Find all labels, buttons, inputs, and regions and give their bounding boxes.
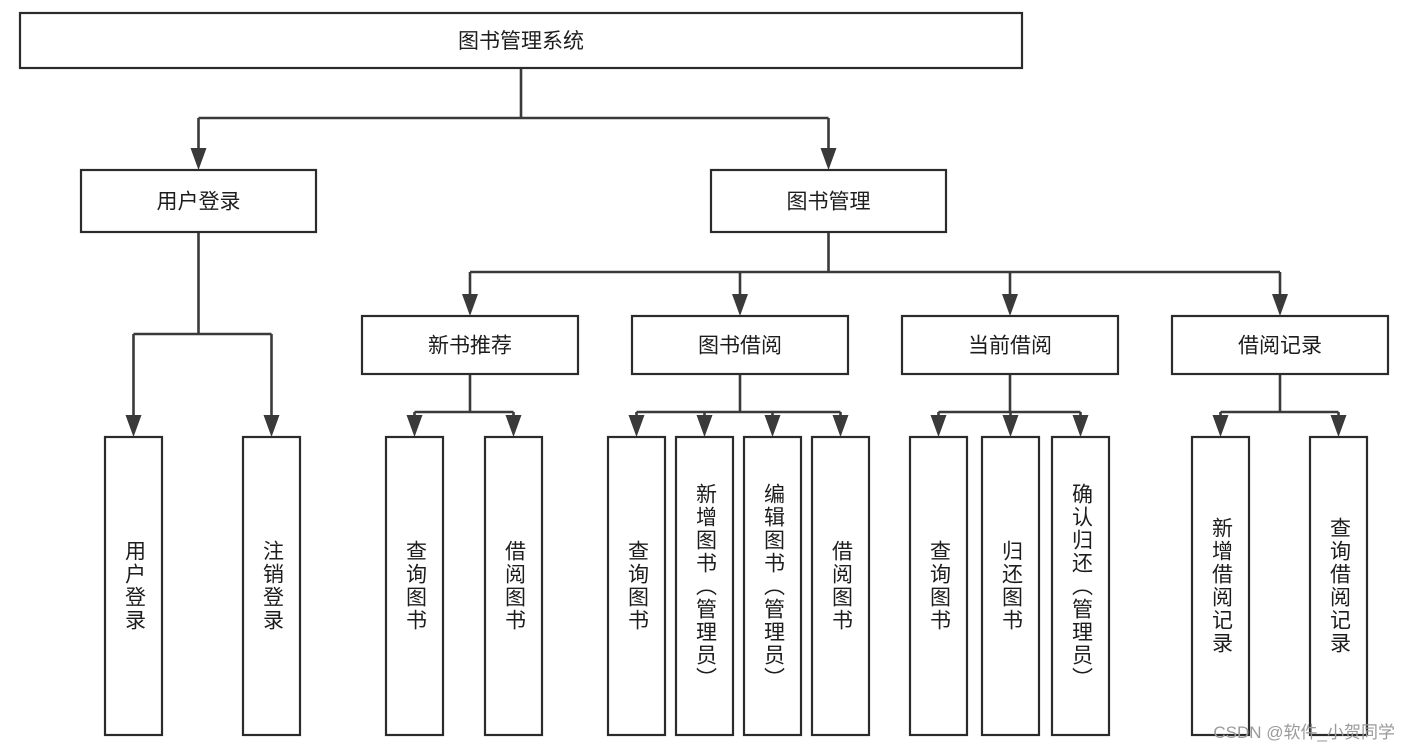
- node-leaf-confirm-return-label-wrap: 确认归还（管理员）: [1069, 482, 1093, 690]
- node-root-system-box[interactable]: [18, 11, 1024, 70]
- node-leaf-edit-book-label-wrap: 编辑图书（管理员）: [761, 482, 785, 690]
- node-leaf-query-book-2-box[interactable]: [606, 435, 667, 737]
- borrow-record-to-leaves-branch-1-arrow-icon: [1330, 415, 1347, 437]
- node-new-book-recommend-box[interactable]: [360, 314, 580, 376]
- node-leaf-borrow-book-2-box[interactable]: [810, 435, 871, 737]
- node-leaf-add-book-box[interactable]: [674, 435, 735, 737]
- node-new-book-recommend[interactable]: 新书推荐: [360, 314, 580, 376]
- bookmanage-to-level3-branch-0-arrow-icon: [462, 294, 478, 316]
- book-borrow-to-leaves-branch-3-arrow-icon: [832, 415, 849, 437]
- node-leaf-logout[interactable]: 注销登录: [241, 435, 302, 737]
- node-leaf-borrow-book-1-box[interactable]: [483, 435, 544, 737]
- node-leaf-query-book-1[interactable]: 查询图书: [384, 435, 445, 737]
- node-leaf-return-book-box[interactable]: [980, 435, 1041, 737]
- new-book-recommend-to-leaves-branch-0-arrow-icon: [406, 415, 423, 437]
- current-borrow-to-leaves-branch-1-arrow-icon: [1002, 415, 1019, 437]
- node-leaf-query-book-2-label: 查询图书: [625, 540, 649, 632]
- node-leaf-confirm-return-label: 确认归还（管理员）: [1069, 482, 1093, 690]
- node-root-system-label: 图书管理系统: [458, 30, 584, 53]
- current-borrow-to-leaves-branch-0-arrow-icon: [930, 415, 947, 437]
- node-borrow-record-box[interactable]: [1170, 314, 1390, 376]
- node-leaf-query-book-1-box[interactable]: [384, 435, 445, 737]
- node-leaf-query-book-3-label-wrap: 查询图书: [927, 540, 951, 632]
- node-current-borrow-label: 当前借阅: [968, 335, 1052, 358]
- node-leaf-return-book[interactable]: 归还图书: [980, 435, 1041, 737]
- node-leaf-query-book-3[interactable]: 查询图书: [908, 435, 969, 737]
- node-book-borrow[interactable]: 图书借阅: [630, 314, 850, 376]
- node-leaf-user-login[interactable]: 用户登录: [103, 435, 164, 737]
- node-leaf-confirm-return-box[interactable]: [1050, 435, 1111, 737]
- node-leaf-edit-book[interactable]: 编辑图书（管理员）: [742, 435, 803, 737]
- node-leaf-edit-book-box[interactable]: [742, 435, 803, 737]
- user-login-to-leaves-branch-1-arrow-icon: [263, 415, 280, 437]
- node-root-system[interactable]: 图书管理系统: [18, 11, 1024, 70]
- book-borrow-to-leaves-branch-2-arrow-icon: [764, 415, 781, 437]
- node-leaf-query-book-2-label-wrap: 查询图书: [625, 540, 649, 632]
- bookmanage-to-level3-branch-1-arrow-icon: [732, 294, 748, 316]
- node-leaf-add-book[interactable]: 新增图书（管理员）: [674, 435, 735, 737]
- node-leaf-query-book-2[interactable]: 查询图书: [606, 435, 667, 737]
- connector-layer: [125, 68, 1347, 437]
- node-book-borrow-box[interactable]: [630, 314, 850, 376]
- node-leaf-add-book-label: 新增图书（管理员）: [693, 482, 717, 690]
- node-leaf-confirm-return[interactable]: 确认归还（管理员）: [1050, 435, 1111, 737]
- node-leaf-borrow-book-1-label-wrap: 借阅图书: [502, 540, 526, 632]
- node-book-manage-label: 图书管理: [787, 191, 871, 214]
- node-leaf-borrow-book-1-label: 借阅图书: [502, 540, 526, 632]
- node-user-login-label: 用户登录: [157, 191, 241, 214]
- node-leaf-borrow-book-1[interactable]: 借阅图书: [483, 435, 544, 737]
- node-layer: 图书管理系统用户登录图书管理新书推荐图书借阅当前借阅借阅记录用户登录注销登录查询…: [18, 11, 1390, 737]
- node-borrow-record[interactable]: 借阅记录: [1170, 314, 1390, 376]
- root-to-level2-branch-1-arrow-icon: [820, 148, 837, 170]
- node-leaf-user-login-label: 用户登录: [122, 540, 146, 632]
- current-borrow-to-leaves-branch-2-arrow-icon: [1072, 415, 1089, 437]
- node-leaf-borrow-book-2[interactable]: 借阅图书: [810, 435, 871, 737]
- node-leaf-query-book-3-box[interactable]: [908, 435, 969, 737]
- node-leaf-return-book-label: 归还图书: [999, 540, 1023, 632]
- node-leaf-add-record-label-wrap: 新增借阅记录: [1209, 517, 1233, 655]
- node-user-login[interactable]: 用户登录: [79, 168, 318, 234]
- node-leaf-query-book-1-label-wrap: 查询图书: [403, 540, 427, 632]
- root-to-level2-branch-0-arrow-icon: [190, 148, 207, 170]
- node-leaf-query-book-3-label: 查询图书: [927, 540, 951, 632]
- node-leaf-add-record-label: 新增借阅记录: [1209, 517, 1233, 655]
- node-leaf-user-login-box[interactable]: [103, 435, 164, 737]
- node-user-login-box[interactable]: [79, 168, 318, 234]
- node-leaf-query-record[interactable]: 查询借阅记录: [1308, 435, 1369, 737]
- node-leaf-logout-box[interactable]: [241, 435, 302, 737]
- node-leaf-edit-book-label: 编辑图书（管理员）: [761, 482, 785, 690]
- borrow-record-to-leaves-branch-0-arrow-icon: [1212, 415, 1229, 437]
- book-borrow-to-leaves-branch-1-arrow-icon: [696, 415, 713, 437]
- node-leaf-logout-label-wrap: 注销登录: [260, 540, 284, 632]
- node-leaf-query-record-label-wrap: 查询借阅记录: [1327, 517, 1351, 655]
- node-leaf-add-record[interactable]: 新增借阅记录: [1190, 435, 1251, 737]
- node-book-manage[interactable]: 图书管理: [709, 168, 948, 234]
- node-leaf-user-login-label-wrap: 用户登录: [122, 540, 146, 632]
- bookmanage-to-level3-branch-3-arrow-icon: [1272, 294, 1288, 316]
- node-leaf-borrow-book-2-label: 借阅图书: [829, 540, 853, 632]
- node-current-borrow[interactable]: 当前借阅: [900, 314, 1120, 376]
- node-leaf-query-record-box[interactable]: [1308, 435, 1369, 737]
- node-leaf-logout-label: 注销登录: [260, 540, 284, 632]
- node-leaf-add-book-label-wrap: 新增图书（管理员）: [693, 482, 717, 690]
- new-book-recommend-to-leaves-branch-1-arrow-icon: [505, 415, 522, 437]
- user-login-to-leaves-branch-0-arrow-icon: [125, 415, 142, 437]
- node-book-borrow-label: 图书借阅: [698, 335, 782, 358]
- node-leaf-return-book-label-wrap: 归还图书: [999, 540, 1023, 632]
- bookmanage-to-level3-branch-2-arrow-icon: [1002, 294, 1018, 316]
- node-new-book-recommend-label: 新书推荐: [428, 335, 512, 358]
- node-borrow-record-label: 借阅记录: [1238, 335, 1322, 358]
- node-leaf-borrow-book-2-label-wrap: 借阅图书: [829, 540, 853, 632]
- node-current-borrow-box[interactable]: [900, 314, 1120, 376]
- node-leaf-add-record-box[interactable]: [1190, 435, 1251, 737]
- node-leaf-query-record-label: 查询借阅记录: [1327, 517, 1351, 655]
- node-leaf-query-book-1-label: 查询图书: [403, 540, 427, 632]
- node-book-manage-box[interactable]: [709, 168, 948, 234]
- book-borrow-to-leaves-branch-0-arrow-icon: [628, 415, 645, 437]
